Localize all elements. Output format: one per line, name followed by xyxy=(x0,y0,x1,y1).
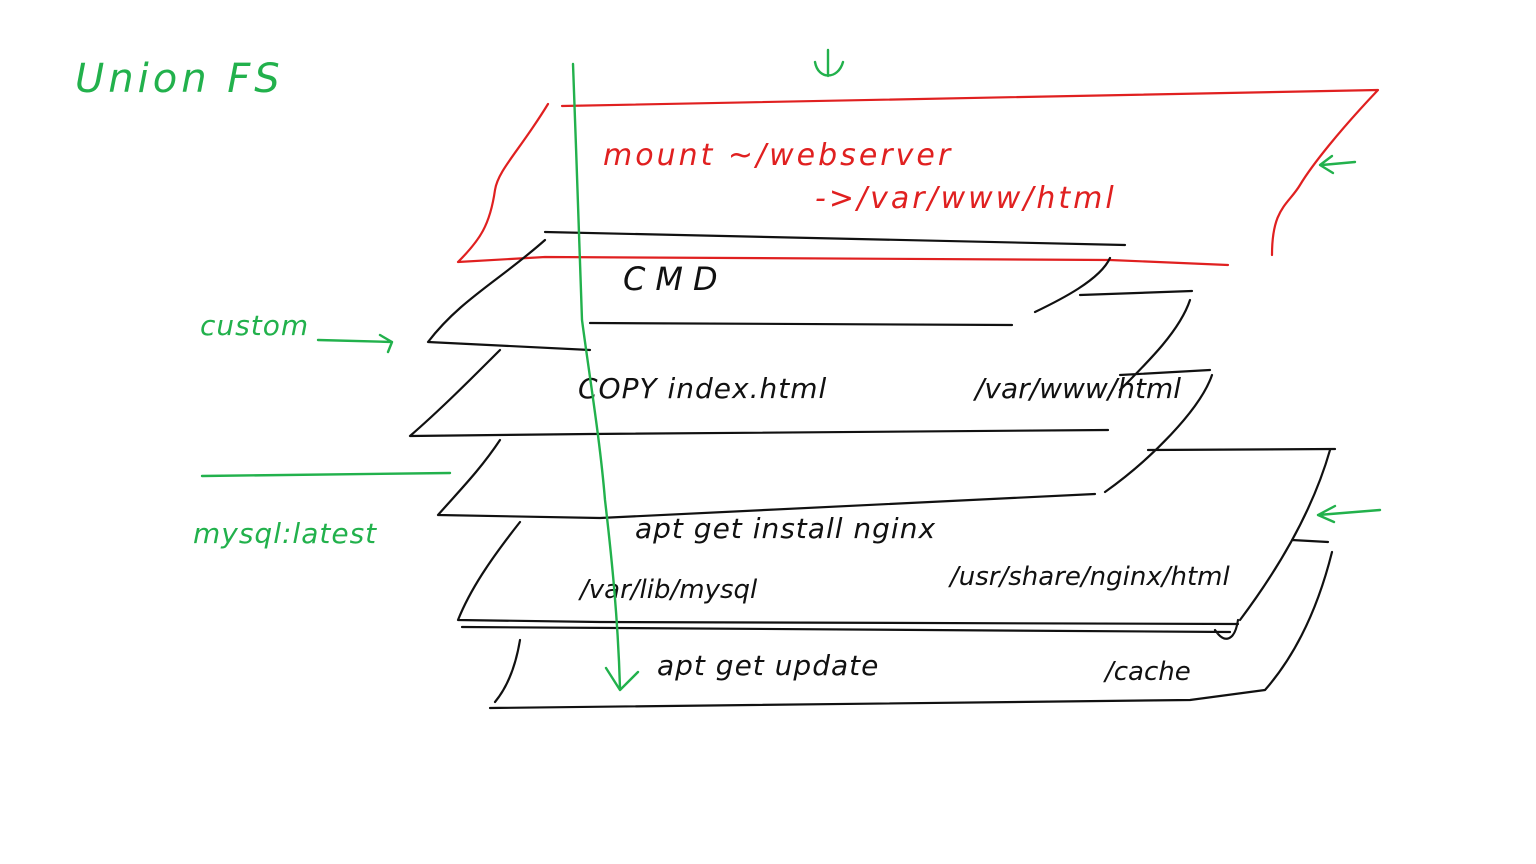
container-layer: mount ~/webserver ->/var/www/html xyxy=(456,88,1380,267)
annotations: custom mysql:latest xyxy=(193,48,1382,692)
right-arrow-icon xyxy=(316,333,394,354)
layer-cmd-outline xyxy=(426,230,1127,352)
layer-nginx-text: apt get install nginx xyxy=(635,512,936,545)
layer-cmd-text: CMD xyxy=(623,260,728,298)
diagram-title: Union FS xyxy=(75,56,284,102)
layer-copy-path-text: /var/www/html xyxy=(972,372,1181,405)
custom-label: custom xyxy=(200,309,309,342)
layer-copy-text: COPY index.html xyxy=(578,372,827,405)
layer-nginx-html-text: /usr/share/nginx/html xyxy=(948,562,1230,592)
lookup-line xyxy=(571,62,622,690)
left-arrow-icon xyxy=(1318,154,1357,175)
image-layers: CMD COPY index.html /var/www/html apt ge… xyxy=(408,230,1337,710)
layer-cache-text: /cache xyxy=(1103,657,1191,687)
layer-update-outline xyxy=(460,550,1334,710)
separator-line xyxy=(200,471,452,478)
down-arrow-icon xyxy=(604,666,640,692)
mysql-latest-label: mysql:latest xyxy=(193,517,377,550)
container-mount-text: mount ~/webserver xyxy=(603,138,953,173)
container-layer-outline xyxy=(456,88,1380,267)
layer-mysql-lib-text: /var/lib/mysql xyxy=(578,575,758,605)
down-arrow-icon xyxy=(813,48,845,78)
layer-empty-outline xyxy=(436,373,1337,520)
container-path-text: ->/var/www/html xyxy=(815,181,1117,216)
layer-nginx-outline xyxy=(456,448,1332,626)
left-arrow-icon xyxy=(1316,504,1382,524)
layer-copy-outline xyxy=(408,289,1212,438)
layer-update-text: apt get update xyxy=(657,649,879,682)
